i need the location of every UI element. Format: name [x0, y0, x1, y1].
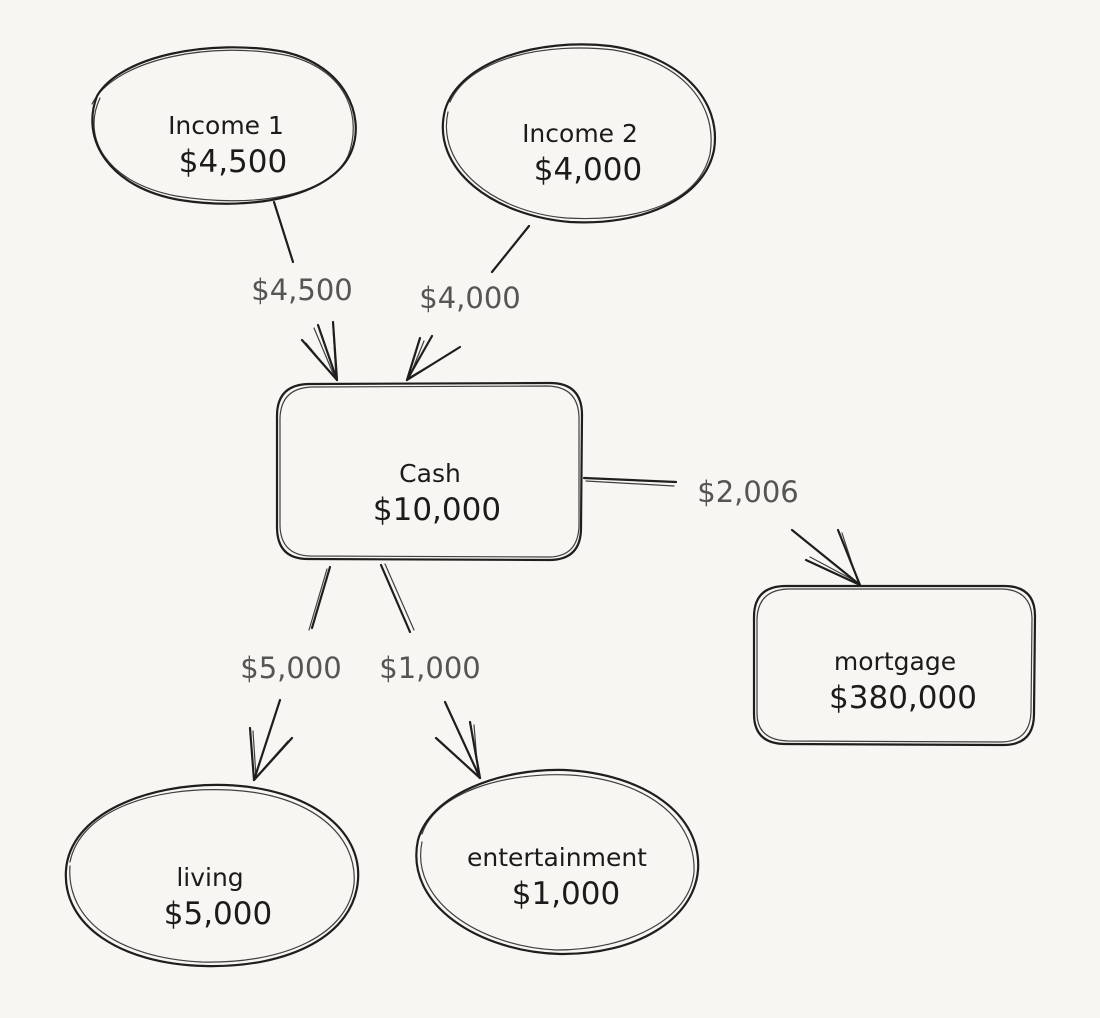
node-entertainment-label: entertainment: [467, 843, 647, 872]
node-income-1-label: Income 1: [168, 111, 284, 140]
node-income-2-label: Income 2: [522, 119, 638, 148]
node-income-2-value: $4,000: [534, 152, 642, 188]
edge-income1-to-cash: $4,500: [251, 200, 353, 382]
node-living[interactable]: living $5,000: [64, 783, 360, 968]
edge-cash-to-entertainment: $1,000: [379, 563, 482, 780]
node-cash[interactable]: Cash $10,000: [275, 381, 584, 562]
node-income-2[interactable]: Income 2 $4,000: [441, 43, 717, 224]
node-entertainment-value: $1,000: [512, 876, 620, 912]
edge-label-cash-entertainment: $1,000: [379, 651, 480, 685]
node-cash-value: $10,000: [373, 492, 501, 528]
node-living-value: $5,000: [164, 896, 272, 932]
node-mortgage-value: $380,000: [829, 680, 977, 716]
node-income-1-value: $4,500: [179, 144, 287, 180]
edge-income2-to-cash: $4,000: [405, 224, 531, 382]
node-entertainment[interactable]: entertainment $1,000: [415, 768, 700, 956]
node-cash-label: Cash: [399, 459, 461, 488]
node-income-1[interactable]: Income 1 $4,500: [91, 46, 357, 205]
edge-label-cash-mortgage: $2,006: [697, 475, 798, 509]
node-living-label: living: [176, 863, 243, 892]
edge-label-income2-cash: $4,000: [419, 281, 520, 315]
edge-label-cash-living: $5,000: [240, 651, 341, 685]
node-mortgage-label: mortgage: [834, 647, 956, 676]
edge-label-income1-cash: $4,500: [251, 273, 352, 307]
edge-cash-to-living: $5,000: [240, 565, 342, 782]
edge-cash-to-mortgage: $2,006: [582, 475, 862, 587]
node-mortgage[interactable]: mortgage $380,000: [752, 584, 1037, 747]
